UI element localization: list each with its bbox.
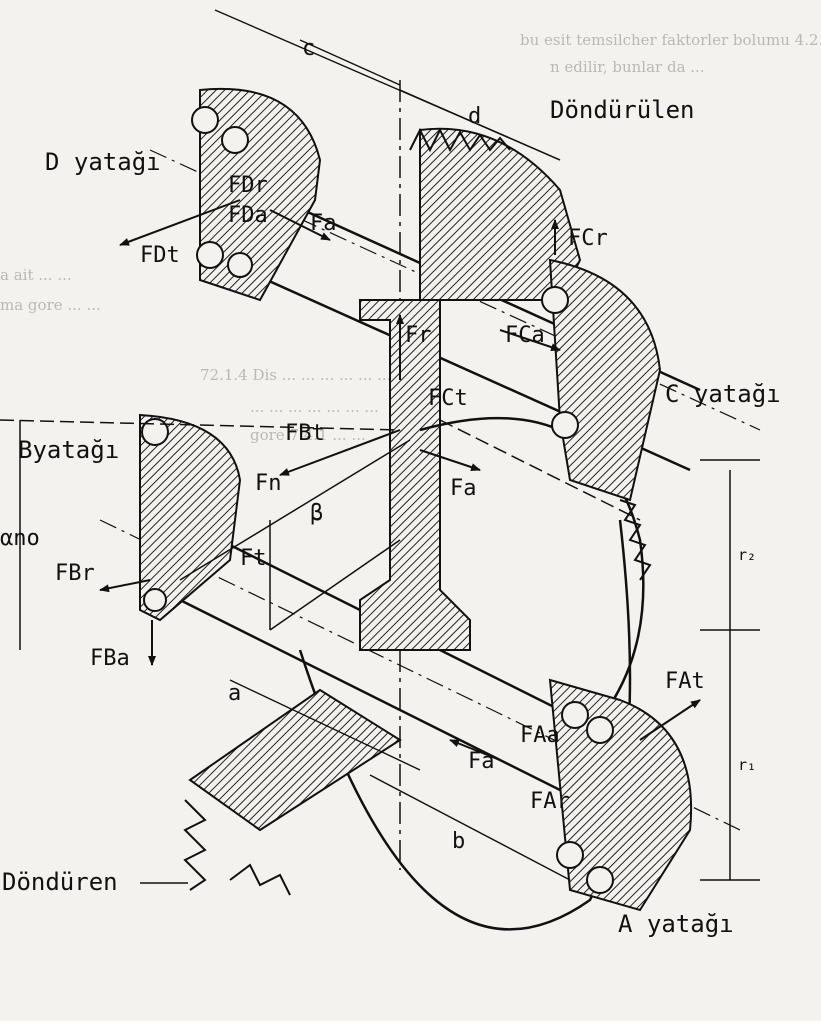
label-F-n: Fn [255, 471, 282, 496]
label-dimension-c: c [302, 36, 315, 61]
label-F-At: FAt [665, 669, 705, 694]
label-F-Ca: FCa [505, 323, 545, 348]
label-bearing-A: A yatağı [618, 910, 734, 938]
label-bearing-C: C yatağı [665, 380, 781, 408]
label-bearing-D: D yatağı [45, 148, 161, 176]
force-arrows [99, 199, 701, 761]
label-dimension-r2: r₂ [738, 546, 756, 564]
label-dimension-r1: r₁ [738, 756, 756, 774]
label-F-Da: FDa [228, 203, 268, 228]
label-F-r: Fr [405, 323, 432, 348]
label-F-Br: FBr [55, 561, 95, 586]
force-construction [0, 419, 641, 650]
bearing-C [541, 258, 662, 502]
bg-line-1: bu esit temsilcher faktorler bolumu 4.2.… [520, 31, 821, 49]
bg-line-5: 72.1.4 Dis ... ... ... ... ... ... ... [200, 366, 411, 384]
bearing-A [548, 678, 693, 912]
label-F-a-top: Fa [310, 211, 337, 236]
label-bearing-B: Byatağı [18, 436, 119, 464]
label-F-Dr: FDr [228, 173, 268, 198]
bearing-B [139, 413, 242, 622]
label-F-Cr: FCr [568, 226, 608, 251]
label-driver: Döndüren [2, 868, 118, 896]
label-dimension-d: d [468, 104, 481, 129]
label-F-Ct: FCt [428, 386, 468, 411]
bg-line-3: a ait ... ... [0, 266, 72, 284]
bearing-D [191, 87, 322, 302]
label-F-Dt: FDt [140, 243, 180, 268]
bg-line-7: gore 7.4.1 ... ... [250, 426, 366, 444]
dimension-lines [214, 9, 760, 881]
label-F-Bt: FBt [285, 421, 325, 446]
label-driven: Döndürülen [550, 96, 695, 124]
label-F-a-mid: Fa [450, 476, 477, 501]
label-F-t: Ft [240, 546, 267, 571]
bg-line-4: ma gore ... ... [0, 296, 101, 314]
label-F-a-low: Fa [468, 749, 495, 774]
label-beta: β [310, 501, 323, 526]
bg-line-2: n edilir, bunlar da ... [550, 58, 705, 76]
driver-pinion [183, 688, 402, 896]
label-F-Ar: FAr [530, 789, 570, 814]
label-alpha-no: αno [0, 526, 40, 551]
label-F-Ba: FBa [90, 646, 130, 671]
label-dimension-a: a [228, 681, 241, 706]
label-F-Aa: FAa [520, 723, 560, 748]
bg-line-6: ... ... ... ... ... ... ... [250, 398, 379, 416]
label-dimension-b: b [452, 829, 465, 854]
background-text-block: bu esit temsilcher faktorler bolumu 4.2.… [0, 31, 821, 444]
